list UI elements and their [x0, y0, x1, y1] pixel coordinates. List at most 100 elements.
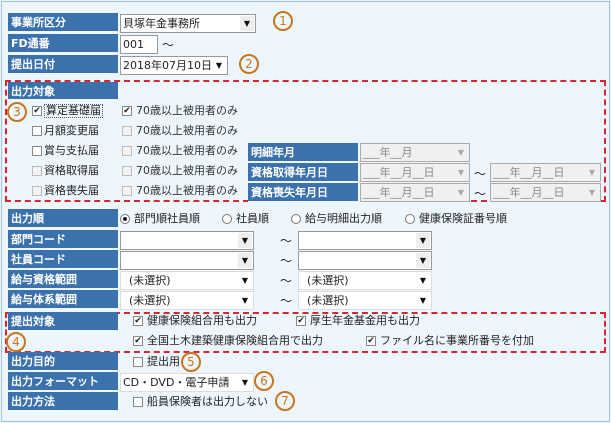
office-value: 貝塚年金事務所: [123, 17, 200, 30]
target-label: 月額変更届: [44, 124, 99, 137]
order-radio[interactable]: [405, 214, 415, 224]
tilde: 〜: [280, 234, 293, 248]
marker-2: 2: [239, 54, 259, 74]
system-label: 給与体系範囲: [8, 290, 118, 309]
office-select[interactable]: 貝塚年金事務所 ▼: [120, 14, 256, 33]
over70-label: 70歳以上被用者のみ: [136, 124, 238, 137]
system-to-select[interactable]: (未選択)▼: [298, 291, 432, 310]
chevron-down-icon: ▼: [416, 273, 430, 288]
order-option: 部門順社員順: [134, 212, 200, 225]
order-option: 健康保険証番号順: [419, 212, 507, 225]
target-checkbox[interactable]: [32, 166, 42, 176]
marker-3: 3: [7, 102, 27, 122]
chevron-down-icon: ▼: [240, 16, 254, 31]
target-label: 算定基礎届: [44, 104, 103, 118]
system-from-value: (未選択): [129, 294, 171, 307]
target-checkbox[interactable]: ✔: [32, 106, 42, 116]
dept-to-select[interactable]: ▼: [298, 231, 432, 250]
method-label: 出力方法: [8, 392, 118, 411]
order-radio[interactable]: [291, 214, 301, 224]
target-label: 賞与支払届: [44, 144, 99, 157]
chevron-down-icon: ▼: [416, 293, 430, 308]
order-radio[interactable]: [120, 214, 130, 224]
shutoku-to-value: ___年__月__日: [493, 166, 565, 179]
over70-checkbox[interactable]: [122, 186, 132, 196]
over70-checkbox[interactable]: [122, 126, 132, 136]
submit-checkbox[interactable]: ✔: [296, 316, 306, 326]
soshitsu-from-value: ___年__月__日: [363, 186, 435, 199]
tilde: 〜: [474, 167, 487, 181]
chevron-down-icon: ▼: [238, 293, 252, 308]
fd-input[interactable]: 001: [120, 35, 158, 54]
tilde: 〜: [280, 294, 293, 308]
tilde: 〜: [474, 187, 487, 201]
date-select[interactable]: 2018年07月10日▼: [120, 56, 228, 75]
office-label: 事業所区分: [8, 13, 118, 32]
target-checkbox[interactable]: [32, 186, 42, 196]
emp-label: 社員コード: [8, 250, 118, 269]
method-option: 船員保険者は出力しない: [147, 395, 268, 408]
format-value: CD・DVD・電子申請: [123, 376, 230, 389]
shutoku-to-select[interactable]: ___年__月__日 ▼: [490, 163, 601, 182]
over70-label: 70歳以上被用者のみ: [136, 184, 238, 197]
qual-from-value: (未選択): [129, 274, 171, 287]
submit-checkbox[interactable]: ✔: [133, 316, 143, 326]
qual-label: 給与資格範囲: [8, 270, 118, 289]
targets-label: 出力対象: [8, 82, 118, 100]
chevron-down-icon: ▼: [588, 188, 596, 197]
qual-from-select[interactable]: (未選択) ▼: [120, 271, 254, 290]
submit-option: 全国土木建築健康保険組合用で出力: [147, 334, 323, 347]
target-checkbox[interactable]: [32, 126, 42, 136]
marker-6: 6: [254, 371, 274, 391]
system-from-select[interactable]: (未選択) ▼: [120, 291, 254, 310]
order-radio[interactable]: [222, 214, 232, 224]
over70-checkbox[interactable]: [122, 146, 132, 156]
chevron-down-icon: ▼: [457, 168, 465, 177]
method-checkbox[interactable]: [133, 397, 143, 407]
format-label: 出力フォーマット: [8, 372, 118, 391]
emp-to-select[interactable]: ▼: [298, 251, 432, 270]
submit-checkbox[interactable]: ✔: [133, 336, 143, 346]
shutoku-from-value: ___年__月__日: [363, 166, 435, 179]
dept-label: 部門コード: [8, 230, 118, 249]
soshitsu-label: 資格喪失年月日: [248, 183, 358, 202]
date-label: 提出日付: [8, 55, 118, 74]
chevron-down-icon: ▼: [238, 253, 252, 268]
meisai-select[interactable]: ___年__月▼: [360, 143, 470, 162]
emp-from-select[interactable]: ▼: [120, 251, 254, 270]
fd-label: FD通番: [8, 34, 118, 53]
soshitsu-from-select[interactable]: ___年__月__日 ▼: [360, 183, 470, 202]
chevron-down-icon: ▼: [416, 253, 430, 268]
submit-option: 厚生年金基金用も出力: [310, 314, 420, 327]
format-select[interactable]: CD・DVD・電子申請▼: [120, 373, 254, 392]
shutoku-from-select[interactable]: ___年__月__日 ▼: [360, 163, 470, 182]
purpose-option: 提出用: [147, 355, 180, 368]
qual-to-select[interactable]: (未選択)▼: [298, 271, 432, 290]
chevron-down-icon: ▼: [238, 273, 252, 288]
tilde: 〜: [280, 254, 293, 268]
over70-label: 70歳以上被用者のみ: [136, 144, 238, 157]
submit-checkbox[interactable]: ✔: [366, 336, 376, 346]
chevron-down-icon: ▼: [457, 188, 465, 197]
over70-checkbox[interactable]: ✔: [122, 106, 132, 116]
chevron-down-icon: ▼: [238, 233, 252, 248]
marker-7: 7: [275, 391, 295, 411]
chevron-down-icon: ▼: [416, 233, 430, 248]
marker-1: 1: [273, 11, 293, 31]
target-checkbox[interactable]: [32, 146, 42, 156]
meisai-value: ___年__月: [363, 146, 413, 159]
over70-label: 70歳以上被用者のみ: [136, 164, 238, 177]
tilde: 〜: [280, 274, 293, 288]
purpose-checkbox[interactable]: [133, 357, 143, 367]
soshitsu-to-select[interactable]: ___年__月__日▼: [490, 183, 601, 202]
chevron-down-icon: ▼: [588, 168, 596, 177]
tilde: 〜: [162, 38, 175, 52]
over70-label: 70歳以上被用者のみ: [136, 104, 238, 117]
purpose-label: 出力目的: [8, 352, 118, 371]
target-label: 資格喪失届: [44, 184, 99, 197]
submit-option: 健康保険組合用も出力: [147, 314, 257, 327]
highlight-box-4: [5, 312, 606, 353]
over70-checkbox[interactable]: [122, 166, 132, 176]
dept-from-select[interactable]: ▼: [120, 231, 254, 250]
